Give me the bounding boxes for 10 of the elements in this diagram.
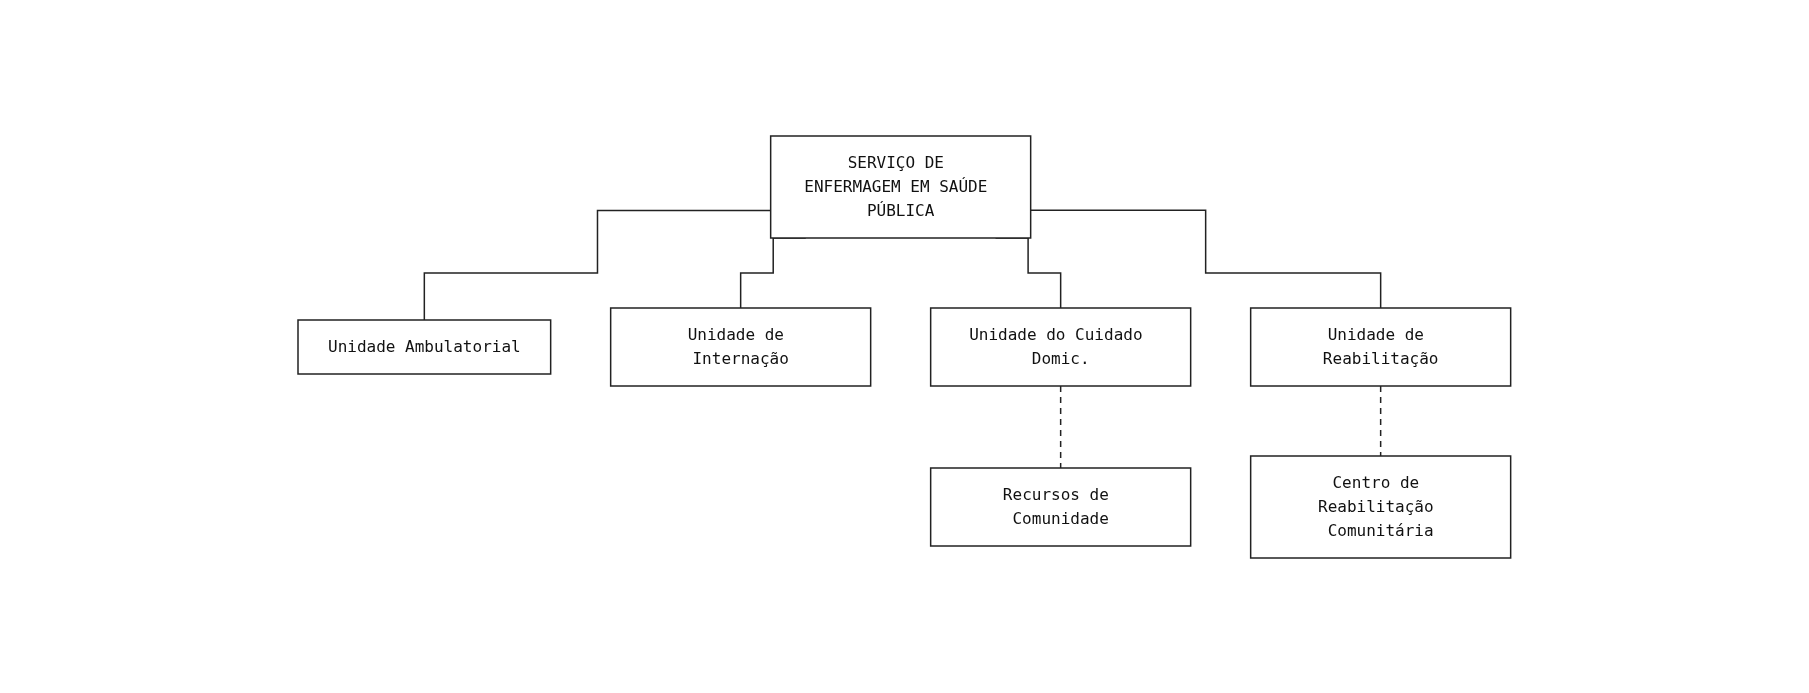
connector bbox=[1380, 384, 1382, 457]
node-box: Recursos de Comunidade bbox=[930, 466, 1192, 547]
node-box: Unidade Ambulatorial bbox=[297, 318, 552, 375]
node-box: Unidade de Reabilitação bbox=[1250, 306, 1512, 387]
node-box: Centro de Reabilitação Comunitária bbox=[1250, 454, 1512, 559]
connector bbox=[1060, 384, 1062, 469]
connector bbox=[1030, 209, 1382, 309]
node-box: Unidade do Cuidado Domic. bbox=[930, 306, 1192, 387]
node-box: SERVIÇO DE ENFERMAGEM EM SAÚDE PÚBLICA bbox=[770, 134, 1032, 239]
node-box: Unidade de Internação bbox=[610, 306, 872, 387]
